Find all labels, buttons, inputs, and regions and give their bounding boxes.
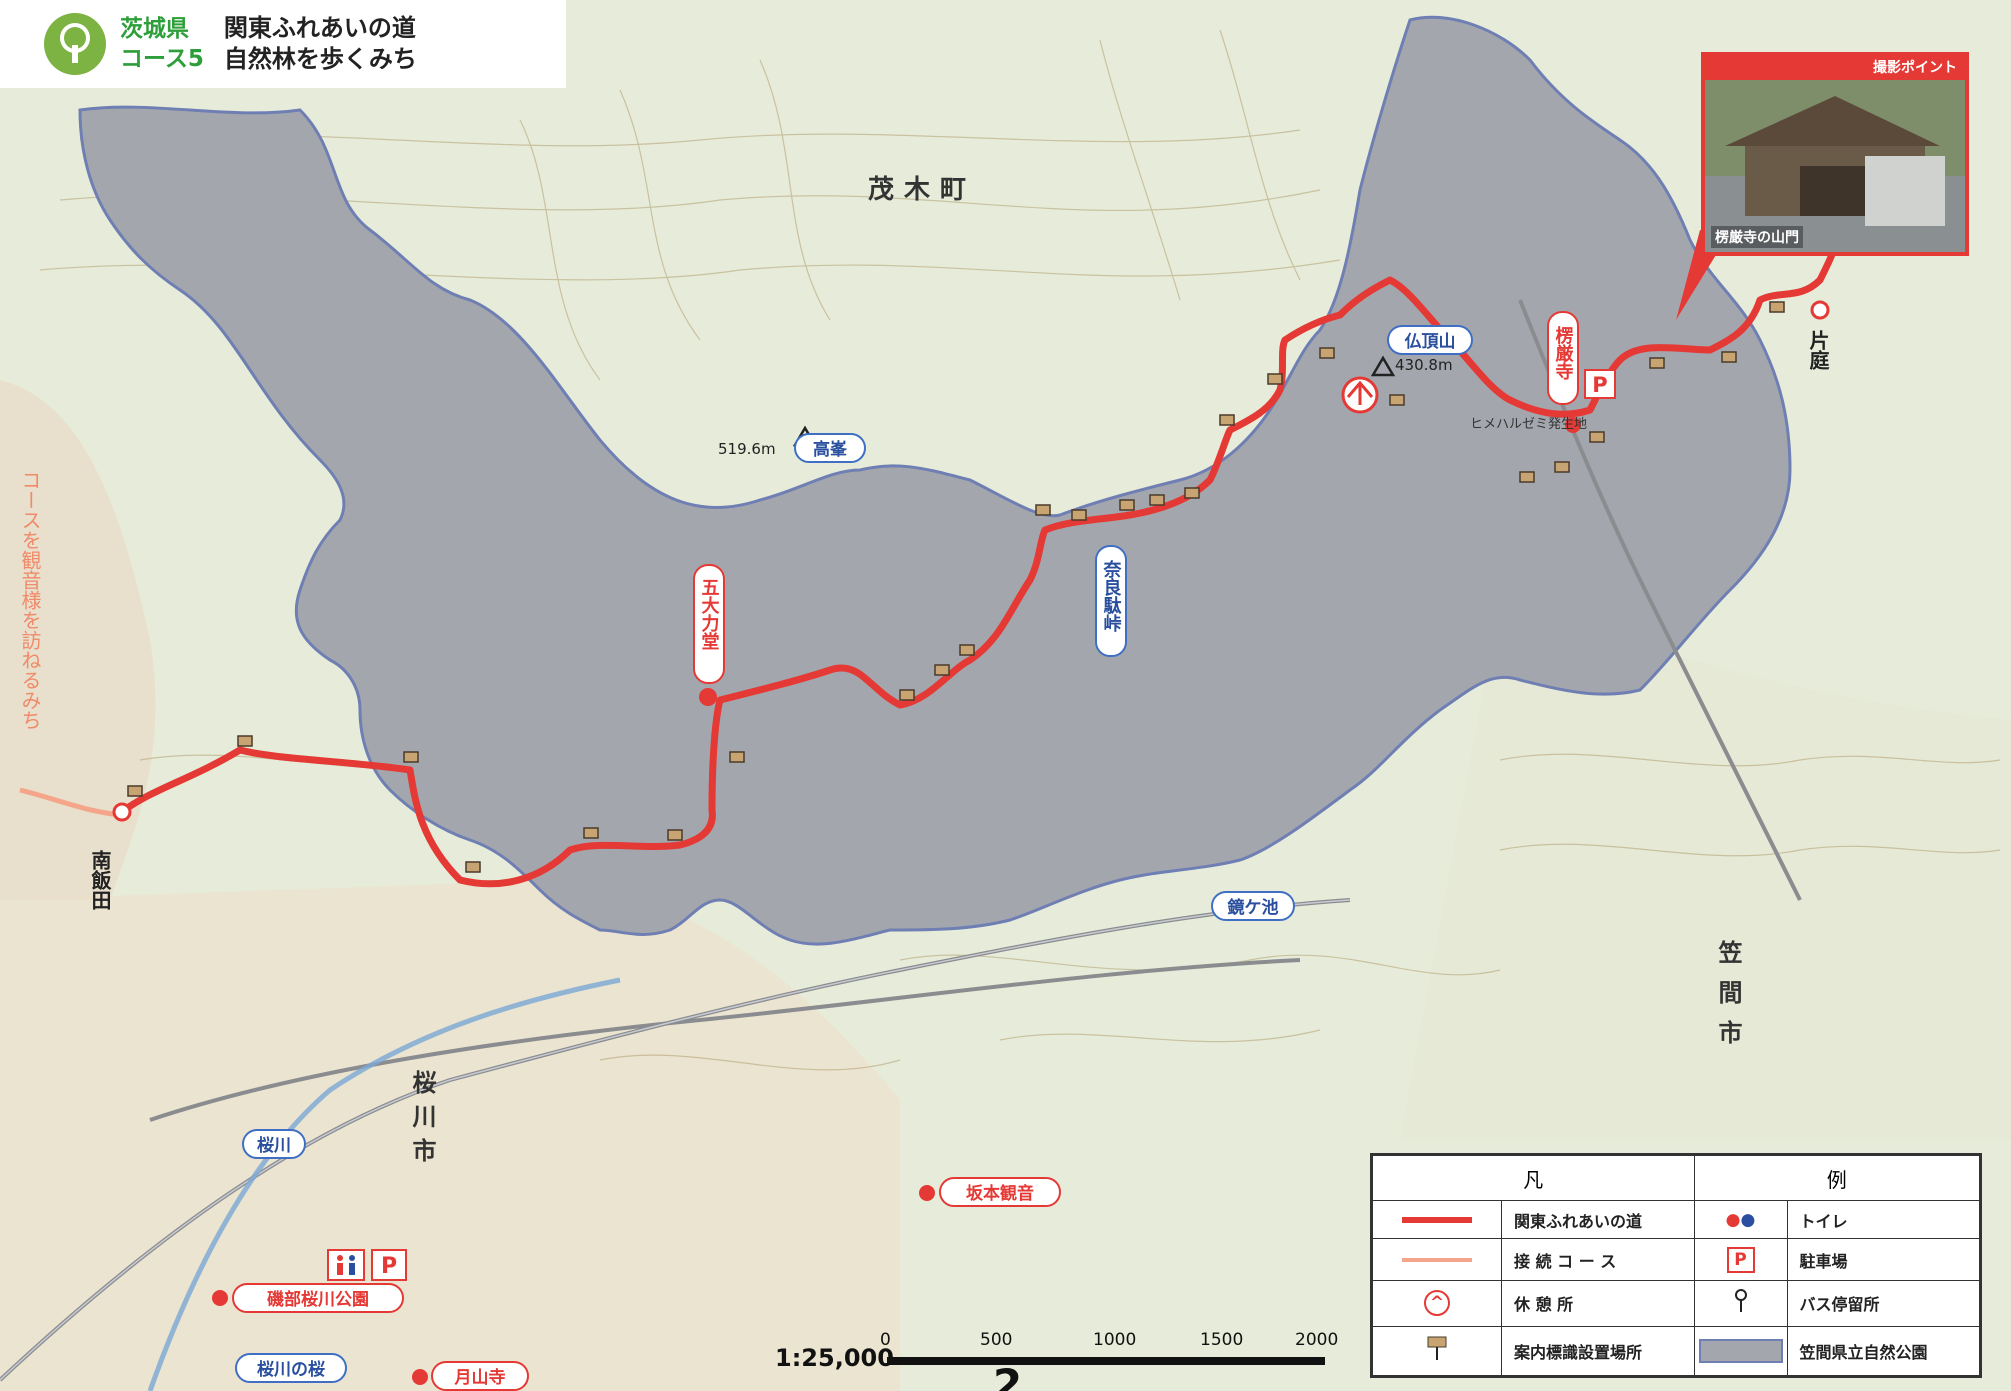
rouganji-marker <box>1565 417 1581 433</box>
scale-tick: 2000 <box>1295 1330 1339 1350</box>
signpost-icon <box>1372 1325 1502 1377</box>
isobe-park-marker <box>212 1290 228 1306</box>
place-label-kasama-city: 笠間市 <box>1714 939 1742 1060</box>
toilet-icon <box>327 1249 365 1281</box>
sakuragawa-river-label: 桜川 <box>257 1135 291 1156</box>
scale-ratio: 1:25,000 <box>775 1344 894 1372</box>
blue-labels: 高峯 仏頂山 奈良駄峠 鏡ケ池 桜川 桜川の桜 <box>235 325 1473 1383</box>
course-label: コース5 <box>120 46 204 72</box>
takamine-label: 高峯 <box>813 439 848 460</box>
rouganji-label: 楞厳寺 <box>1553 325 1574 380</box>
legend-rest-label: 休 憩 所 <box>1501 1279 1695 1327</box>
rest-area-icon: ^ <box>1372 1279 1502 1327</box>
park-area-swatch <box>1693 1325 1788 1377</box>
legend-connecting-label: 接 続 コ ー ス <box>1501 1238 1695 1281</box>
butchozan-label: 仏頂山 <box>1405 332 1456 352</box>
butchozan-summit-icon <box>1370 355 1396 377</box>
legend-park-label: 笠間県立自然公園 <box>1786 1325 1980 1377</box>
toilet-icon: ●● <box>1693 1199 1788 1240</box>
legend-connecting-symbol <box>1372 1238 1502 1281</box>
signpost-markers <box>127 301 1785 873</box>
rouganji-parking-icon: P <box>1592 373 1607 397</box>
legend-toilet-label: トイレ <box>1786 1199 1980 1240</box>
temple-gate-photo <box>1705 56 1965 252</box>
scale-tick: 500 <box>980 1330 1013 1350</box>
sakuragawa-parking-icon: P <box>381 1254 397 1279</box>
route-subtitle: 自然林を歩くみち <box>223 45 417 73</box>
place-label-katanawa: 片庭 <box>1806 330 1830 371</box>
sakamoto-kannon-label: 坂本観音 <box>966 1183 1034 1204</box>
bus-stop-icon <box>1693 1279 1788 1327</box>
map-legend: 凡 例 関東ふれあいの道 ●● トイレ 接 続 コ ー ス P 駐車場 ^ 休 … <box>1370 1153 1982 1378</box>
rest-area-icon <box>1341 376 1379 414</box>
red-labels: 五大力堂 楞厳寺 P 坂本観音 磯部桜川公園 月山寺 P <box>232 311 1616 1391</box>
legend-parking-label: 駐車場 <box>1786 1238 1980 1281</box>
godairikido-marker <box>699 688 717 706</box>
kanto-fureai-route-line <box>119 239 1839 888</box>
legend-route-label: 関東ふれあいの道 <box>1501 1199 1695 1240</box>
kasama-natural-park-area <box>78 15 1792 946</box>
butchozan-height-label: 430.8m <box>1395 356 1453 374</box>
gassanji-label: 月山寺 <box>454 1367 506 1388</box>
map-title-block: 茨城県 コース5 関東ふれあいの道 自然林を歩くみち <box>0 0 566 88</box>
scale-tick: 1500 <box>1200 1330 1244 1350</box>
isobe-park-label: 磯部桜川公園 <box>267 1289 369 1310</box>
sakamoto-kannon-marker <box>919 1185 935 1201</box>
photo-caption: 楞厳寺の山門 <box>1711 226 1803 248</box>
godairikido-label: 五大力堂 <box>699 578 720 650</box>
connecting-course-label: コースを観音様を訪ねるみち <box>18 470 42 730</box>
legend-header-left: 凡 <box>1372 1155 1695 1201</box>
start-point-marker <box>112 802 132 822</box>
tree-icon <box>44 13 106 75</box>
photo-spot-inset: 撮影ポイント 楞厳寺の山門 <box>1701 52 1969 256</box>
scale-tick: 1000 <box>1093 1330 1137 1350</box>
legend-route-symbol <box>1372 1199 1502 1240</box>
gassanji-marker <box>412 1369 428 1385</box>
end-point-marker <box>1810 300 1830 320</box>
route-name: 関東ふれあいの道 <box>223 14 416 42</box>
connecting-course-line <box>19 787 121 818</box>
himeharu-label: ヒメハルゼミ発生地 <box>1470 417 1587 432</box>
river <box>147 977 621 1391</box>
scale-bar: 1:25,000 0 500 1000 1500 2000 <box>775 1330 1339 1380</box>
place-label-motegi: 茂木町 <box>868 175 976 205</box>
photo-spot-header: 撮影ポイント <box>1705 56 1965 80</box>
scale-bar-line <box>887 1357 1325 1365</box>
page-number: 2 <box>993 1360 1023 1391</box>
kagami-pond-label: 鏡ケ池 <box>1228 897 1279 918</box>
takamine-height-label: 519.6m <box>718 440 776 458</box>
sakuragawa-sakura-label: 桜川の桜 <box>257 1359 325 1380</box>
place-label-sakuragawa-city: 桜川市 <box>408 1070 436 1172</box>
parking-icon: P <box>1693 1238 1788 1281</box>
legend-bus-label: バス停留所 <box>1786 1279 1980 1327</box>
legend-header-right: 例 <box>1693 1155 1980 1201</box>
prefecture-label: 茨城県 <box>120 16 189 42</box>
place-label-minami-iida: 南飯田 <box>88 850 112 910</box>
nara-pass-label: 奈良駄峠 <box>1101 559 1123 633</box>
legend-signpost-label: 案内標識設置場所 <box>1501 1325 1695 1377</box>
scale-tick: 0 <box>880 1330 891 1350</box>
